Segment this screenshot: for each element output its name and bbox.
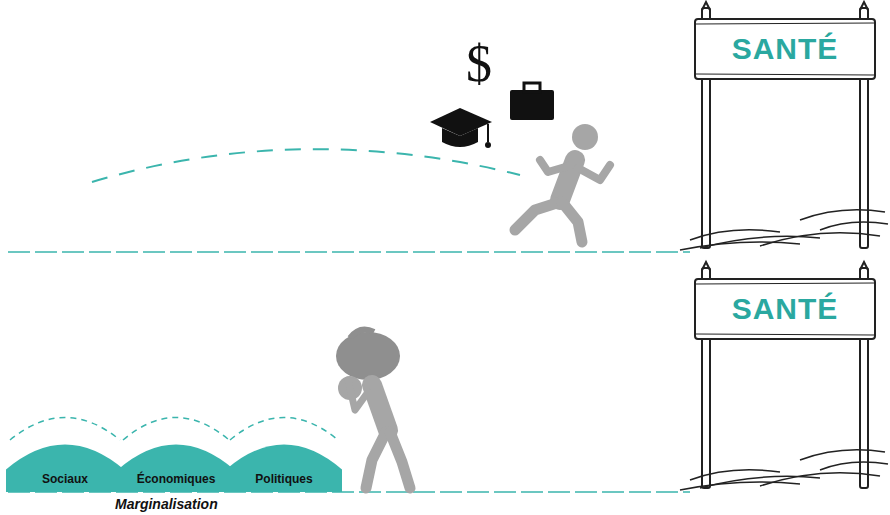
barrier-text: Politiques xyxy=(226,472,342,486)
barrier-text: Économiques xyxy=(118,472,234,486)
sign-text: SANTÉ xyxy=(694,292,876,326)
sign-text: SANTÉ xyxy=(694,32,876,66)
runner-figure xyxy=(515,124,610,242)
jump-arc xyxy=(92,149,520,182)
sign-node: SANTÉ xyxy=(694,18,876,80)
ground-scribble xyxy=(680,210,888,490)
lane-line xyxy=(8,251,690,253)
dollar-symbol: $ xyxy=(466,38,492,90)
briefcase-icon xyxy=(510,83,554,120)
burdened-figure xyxy=(336,330,410,488)
hump-arc xyxy=(230,418,338,441)
barrier-hump: Sociaux xyxy=(6,442,124,492)
sign-node: SANTÉ xyxy=(694,278,876,340)
barrier-text: Sociaux xyxy=(6,472,124,486)
barrier-hump: Politiques xyxy=(226,442,342,492)
hump-arc xyxy=(10,418,120,441)
group-label: Marginalisation xyxy=(115,496,218,512)
barrier-hump: Économiques xyxy=(118,442,234,492)
hump-arc xyxy=(123,418,229,441)
graduation-cap xyxy=(430,108,492,148)
